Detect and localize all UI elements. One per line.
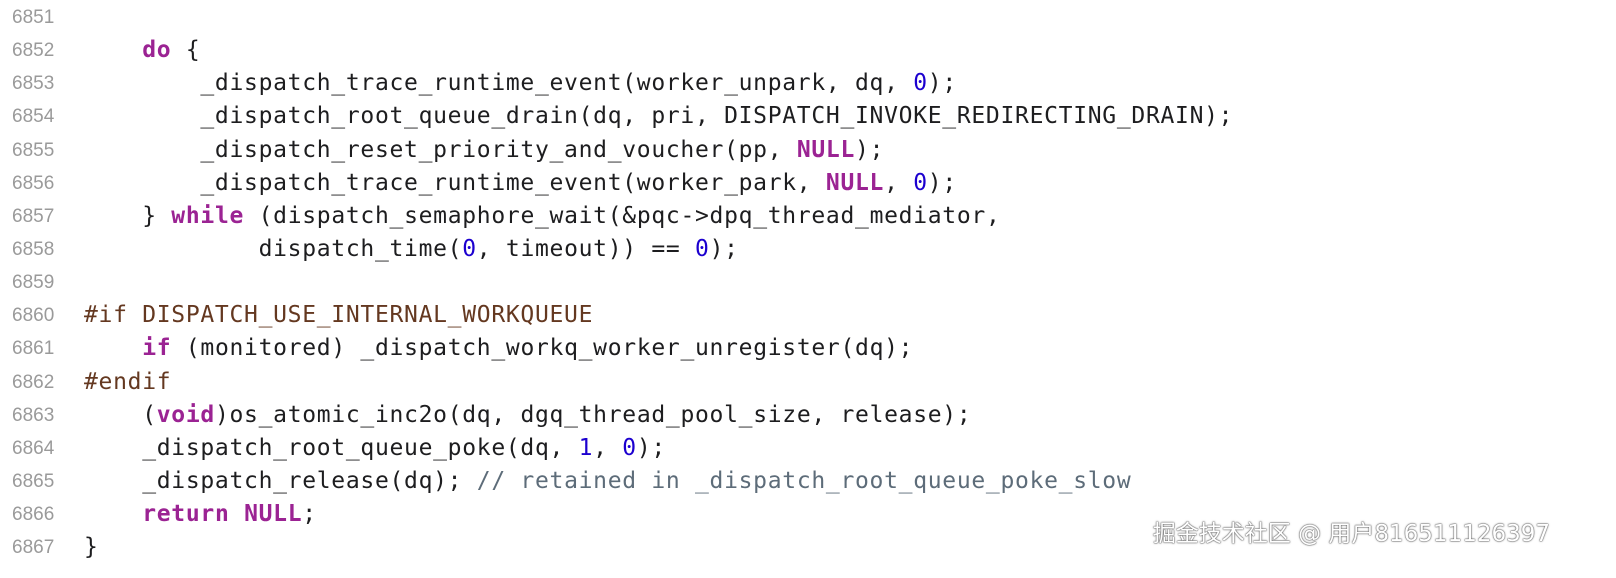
code-token-kw: NULL <box>825 169 885 196</box>
code-text: if (monitored) _dispatch_workq_worker_un… <box>84 332 913 365</box>
code-token-num: 0 <box>913 169 928 196</box>
code-text: _dispatch_trace_runtime_event(worker_par… <box>84 167 957 200</box>
line-number: 6858 <box>12 238 55 260</box>
code-token-num: 0 <box>913 70 928 97</box>
line-number: 6853 <box>12 73 55 95</box>
line-number: 6866 <box>12 504 55 526</box>
code-token-num: 0 <box>695 235 710 262</box>
code-token-plain: } <box>84 534 99 561</box>
code-token-plain: ); <box>927 169 957 196</box>
code-text: #endif <box>84 366 171 399</box>
line-number: 6851 <box>12 7 55 28</box>
code-line[interactable]: 6860 #if DISPATCH_USE_INTERNAL_WORKQUEUE <box>0 299 1616 332</box>
code-token-plain: , <box>884 169 914 196</box>
code-text: _dispatch_trace_runtime_event(worker_unp… <box>84 67 957 100</box>
code-token-plain: _dispatch_trace_runtime_event(worker_par… <box>84 169 826 196</box>
code-token-pp: #if DISPATCH_USE_INTERNAL_WORKQUEUE <box>84 302 594 329</box>
code-text: #if DISPATCH_USE_INTERNAL_WORKQUEUE <box>84 299 593 332</box>
line-number: 6861 <box>12 338 55 360</box>
code-token-plain: } <box>84 202 172 229</box>
code-token-plain: , <box>593 434 623 461</box>
code-text: _dispatch_root_queue_poke(dq, 1, 0); <box>84 432 666 465</box>
code-text: } <box>84 531 99 564</box>
code-text: do { <box>84 34 200 67</box>
code-line[interactable]: 6861 if (monitored) _dispatch_workq_work… <box>0 332 1616 365</box>
code-token-kw: NULL <box>796 136 856 163</box>
watermark: 掘金技术社区 @ 用户816511126397 <box>1152 521 1550 547</box>
code-line[interactable]: 6864 _dispatch_root_queue_poke(dq, 1, 0)… <box>0 432 1616 465</box>
code-token-pp: #endif <box>84 368 172 395</box>
line-number: 6859 <box>12 272 55 294</box>
line-number: 6852 <box>12 40 55 62</box>
code-token-num: 0 <box>622 434 637 461</box>
code-text: (void)os_atomic_inc2o(dq, dgq_thread_poo… <box>84 399 971 432</box>
line-number: 6854 <box>12 106 55 128</box>
code-line[interactable]: 6866 return NULL; <box>0 498 1616 531</box>
code-text: return NULL; <box>84 498 317 531</box>
code-line[interactable]: 6854 _dispatch_root_queue_drain(dq, pri,… <box>0 100 1616 133</box>
line-number: 6855 <box>12 139 55 161</box>
code-token-plain: )os_atomic_inc2o(dq, dgq_thread_pool_siz… <box>214 401 972 428</box>
code-line[interactable]: 6858 dispatch_time(0, timeout)) == 0); <box>0 233 1616 266</box>
code-token-kw: return <box>142 501 230 528</box>
code-token-plain: ); <box>855 136 885 163</box>
code-text: _dispatch_root_queue_drain(dq, pri, DISP… <box>84 100 1233 133</box>
code-token-num: 1 <box>578 434 594 461</box>
code-line[interactable]: 6856 _dispatch_trace_runtime_event(worke… <box>0 167 1616 200</box>
line-number: 6862 <box>12 371 55 393</box>
code-token-plain: _dispatch_reset_priority_and_voucher(pp, <box>84 136 797 163</box>
line-number: 6863 <box>12 404 55 426</box>
code-token-plain <box>230 501 245 527</box>
code-line[interactable]: 6851 <box>0 1 1616 34</box>
code-token-plain: _dispatch_release(dq); <box>84 467 477 494</box>
code-line[interactable]: 6862 #endif <box>0 366 1616 399</box>
code-token-plain: _dispatch_root_queue_poke(dq, <box>84 434 579 461</box>
code-text: _dispatch_release(dq); // retained in _d… <box>84 465 1131 498</box>
code-token-plain <box>84 501 142 527</box>
code-token-plain: ); <box>927 70 957 97</box>
code-token-plain: _dispatch_trace_runtime_event(worker_unp… <box>84 70 914 97</box>
code-token-plain: ; <box>302 501 317 528</box>
line-number: 6864 <box>12 437 55 459</box>
code-text: dispatch_time(0, timeout)) == 0); <box>84 233 739 266</box>
code-line[interactable]: 6867} <box>0 531 1616 564</box>
code-token-plain: (dispatch_semaphore_wait(&pqc->dpq_threa… <box>244 202 1001 229</box>
code-token-kw: NULL <box>244 501 303 528</box>
code-line[interactable]: 6863 (void)os_atomic_inc2o(dq, dgq_threa… <box>0 399 1616 432</box>
code-token-plain <box>84 335 142 361</box>
line-number: 6860 <box>12 305 55 327</box>
code-token-plain: ( <box>84 401 157 428</box>
code-line[interactable]: 6853 _dispatch_trace_runtime_event(worke… <box>0 67 1616 100</box>
code-token-plain: (monitored) _dispatch_workq_worker_unreg… <box>171 335 914 362</box>
code-token-plain: ); <box>636 434 666 461</box>
code-token-kw: void <box>156 401 215 428</box>
code-line[interactable]: 6859 <box>0 266 1616 299</box>
code-token-plain: , timeout)) == <box>476 235 696 262</box>
line-number: 6857 <box>12 205 55 227</box>
code-text: } while (dispatch_semaphore_wait(&pqc->d… <box>84 200 1001 233</box>
code-line[interactable]: 6865 _dispatch_release(dq); // retained … <box>0 465 1616 498</box>
code-token-plain: ); <box>709 235 739 262</box>
line-number: 6865 <box>12 470 55 492</box>
line-number: 6856 <box>12 172 55 194</box>
code-token-kw: if <box>142 335 172 362</box>
code-token-kw: do <box>142 37 172 64</box>
code-line[interactable]: 6852 do { <box>0 34 1616 67</box>
code-token-kw: while <box>171 202 245 229</box>
code-token-plain <box>84 37 142 63</box>
code-token-num: 0 <box>462 235 477 262</box>
code-line[interactable]: 6855 _dispatch_reset_priority_and_vouche… <box>0 134 1616 167</box>
code-token-plain: _dispatch_root_queue_drain(dq, pri, DISP… <box>84 103 1234 130</box>
code-text: _dispatch_reset_priority_and_voucher(pp,… <box>84 134 884 167</box>
code-token-cm: // retained in _dispatch_root_queue_poke… <box>476 467 1132 494</box>
code-token-plain: { <box>171 37 201 64</box>
code-token-plain: dispatch_time( <box>84 235 463 262</box>
code-line[interactable]: 6857 } while (dispatch_semaphore_wait(&p… <box>0 200 1616 233</box>
line-number: 6867 <box>12 537 55 559</box>
